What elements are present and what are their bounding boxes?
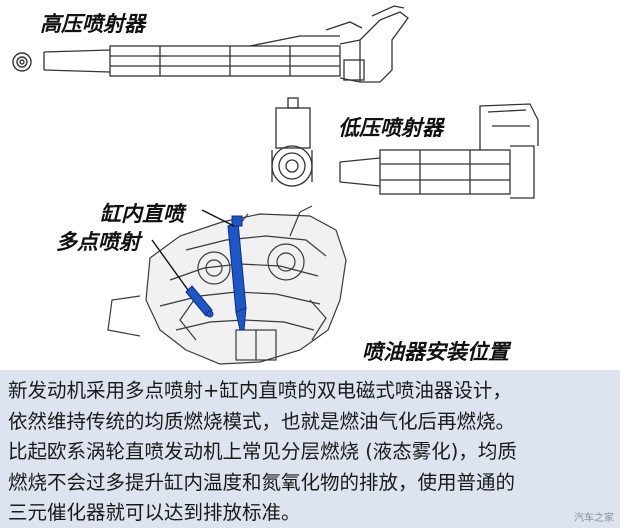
direct-injection-label: 缸内直喷 [100,202,184,226]
label-leader-lines [151,209,235,291]
low-pressure-injector-end-view [271,97,313,187]
caption-line: 新发动机采用多点喷射+缸内直喷的双电磁式喷油器设计， [8,379,512,402]
high-pressure-injector-drawing [43,5,409,83]
low-pressure-injector-drawing [339,103,539,199]
port-injection-label: 多点喷射 [56,230,140,254]
injector-drawings [12,5,539,365]
caption-line: 燃烧不会过多提升缸内温度和氮氧化物的排放，使用普通的 [8,470,516,494]
watermark: 汽车之家 [574,513,614,524]
injector-location-label: 喷油器安装位置 [362,340,509,364]
engine-cross-section [107,205,347,365]
high-pressure-injector-end-view [12,52,32,72]
direct-injector-highlight [227,215,247,331]
port-injector-highlight [185,285,214,318]
caption-panel: 新发动机采用多点喷射+缸内直喷的双电磁式喷油器设计， 依然维持传统的均质燃烧模式… [0,370,620,528]
injector-figure: 高压喷射器 低压喷射器 缸内直喷 多点喷射 喷油器安装位置 [12,5,539,365]
high-pressure-injector-label: 高压喷射器 [40,12,145,36]
caption-line: 三元催化器就可以达到排放标准。 [8,501,301,524]
caption-line: 比起欧系涡轮直喷发动机上常见分层燃烧 (液态雾化)，均质 [8,440,517,463]
caption-line: 依然维持传统的均质燃烧模式，也就是燃油气化后再燃烧。 [8,409,516,433]
low-pressure-injector-label: 低压喷射器 [338,116,443,140]
